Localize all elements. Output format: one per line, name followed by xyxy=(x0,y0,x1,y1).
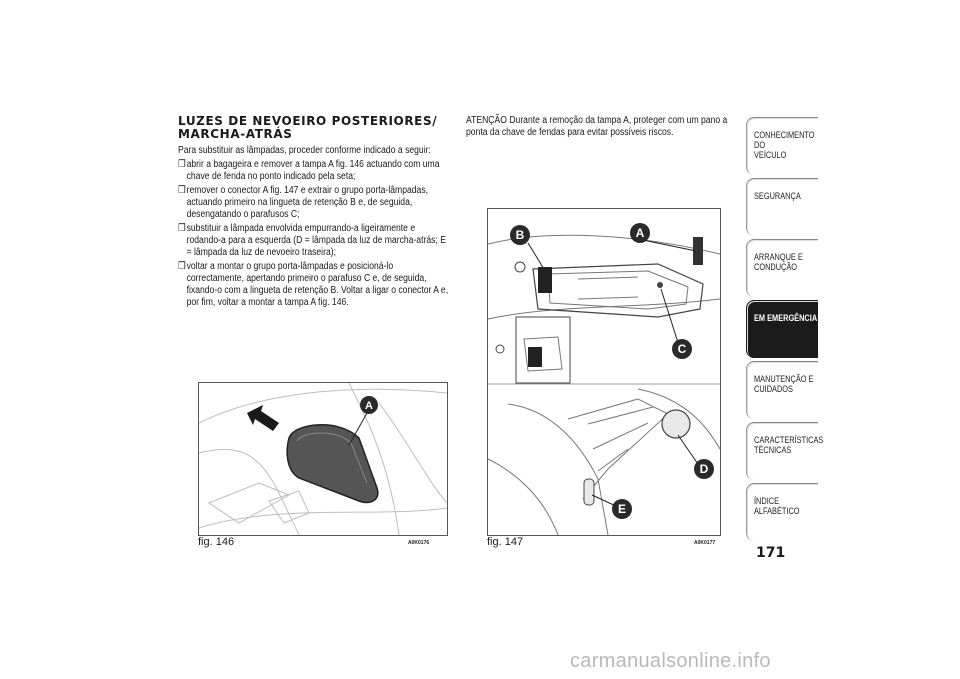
callout-d-label: D xyxy=(700,462,709,476)
page-number: 171 xyxy=(756,545,786,561)
fig146-caption: fig. 146 xyxy=(198,536,235,548)
arrow-icon xyxy=(247,405,279,431)
chapter-tabs: CONHECIMENTO DO VEÍCULO SEGURANÇA ARRANQ… xyxy=(746,117,823,544)
callout-a-label: A xyxy=(365,400,373,412)
tab-arranque-e-conducao[interactable]: ARRANQUE E CONDUÇÃO xyxy=(746,239,818,297)
callout-c-label: C xyxy=(678,342,687,356)
step-item: ❒substituir a lâmpada envolvida empurran… xyxy=(178,223,446,258)
bulb-d-shape xyxy=(661,409,691,439)
callout-e-label: E xyxy=(618,502,626,516)
left-column: LUZES DE NEVOEIRO POSTERIORES/ MARCHA-AT… xyxy=(178,115,450,311)
fig147-caption: fig. 147 xyxy=(487,536,524,548)
fig146-code: A0K0176 xyxy=(408,540,430,546)
tab-caracteristicas-tecnicas[interactable]: CARACTERÍSTICAS TÉCNICAS xyxy=(746,422,823,480)
instructions: Para substituir as lâmpadas, proceder co… xyxy=(178,145,451,309)
step-item: ❒voltar a montar o grupo porta-lâmpadas … xyxy=(178,261,449,308)
tab-em-emergencia[interactable]: EM EMERGÊNCIA xyxy=(746,300,818,358)
fig147-code: A0K0177 xyxy=(694,540,716,546)
fig147-illustration: B A C D E xyxy=(488,223,720,535)
steps-list: ❒abrir a bagageira e remover a tampa A f… xyxy=(178,159,451,309)
tab-b-shape xyxy=(538,267,552,293)
tab-indice-alfabetico[interactable]: ÍNDICE ALFABÉTICO xyxy=(746,483,818,541)
tab-conhecimento-do-veiculo[interactable]: CONHECIMENTO DO VEÍCULO xyxy=(746,117,818,175)
checkbox-bullet-icon: ❒ xyxy=(178,261,186,272)
callout-b-label: B xyxy=(516,228,525,242)
callout-b-marker xyxy=(510,225,530,245)
callout-a-marker xyxy=(630,223,650,243)
fig146-illustration: A xyxy=(199,383,447,535)
connector-a-shape xyxy=(693,237,703,265)
checkbox-bullet-icon: ❒ xyxy=(178,159,186,170)
callout-a-label: A xyxy=(636,226,645,240)
checkbox-bullet-icon: ❒ xyxy=(178,223,186,234)
watermark: carmanualsonline.info xyxy=(570,650,771,672)
intro-text: Para substituir as lâmpadas, proceder co… xyxy=(178,145,431,156)
section-title: LUZES DE NEVOEIRO POSTERIORES/ MARCHA-AT… xyxy=(178,114,438,141)
figure-146: A xyxy=(198,382,448,536)
cover-a-shape xyxy=(286,424,379,504)
figure-147: B A C D E xyxy=(487,208,721,536)
step-item: ❒remover o conector A fig. 147 e extrair… xyxy=(178,185,429,220)
attention-note: ATENÇÃO Durante a remoção da tampa A, pr… xyxy=(466,115,728,138)
callout-a-marker xyxy=(360,396,378,414)
right-column: ATENÇÃO Durante a remoção da tampa A, pr… xyxy=(466,115,740,139)
tab-manutencao-e-cuidados[interactable]: MANUTENÇÃO E CUIDADOS xyxy=(746,361,818,419)
screw-c-shape xyxy=(657,282,663,288)
checkbox-bullet-icon: ❒ xyxy=(178,185,186,196)
callout-e-marker xyxy=(612,499,632,519)
bulb-e-shape xyxy=(583,478,595,506)
step-item: ❒abrir a bagageira e remover a tampa A f… xyxy=(178,159,440,182)
callout-d-marker xyxy=(694,459,714,479)
tab-seguranca[interactable]: SEGURANÇA xyxy=(746,178,818,236)
callout-c-marker xyxy=(672,339,692,359)
